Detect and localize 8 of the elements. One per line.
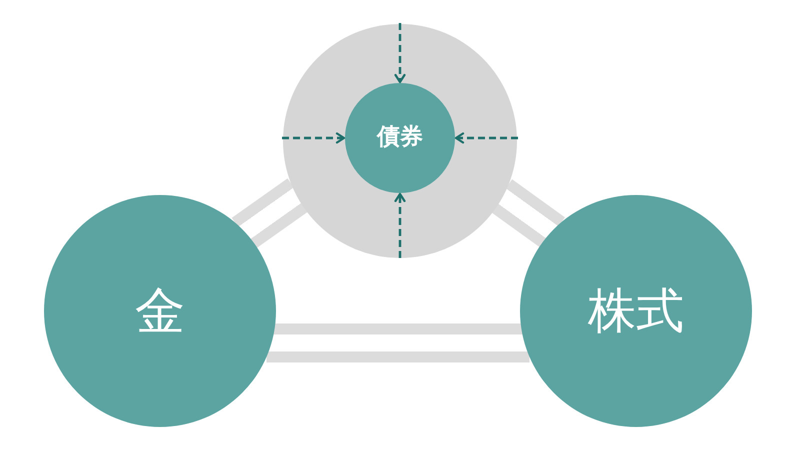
node-label: 金 [135,284,185,338]
dashed-arrow [394,23,406,84]
dashed-arrow [394,192,406,258]
dashed-arrow [454,132,518,144]
node-label: 株式 [588,284,684,338]
double-line-connector [266,324,530,362]
dashed-arrow [282,132,346,144]
node-label: 債券 [377,125,423,151]
